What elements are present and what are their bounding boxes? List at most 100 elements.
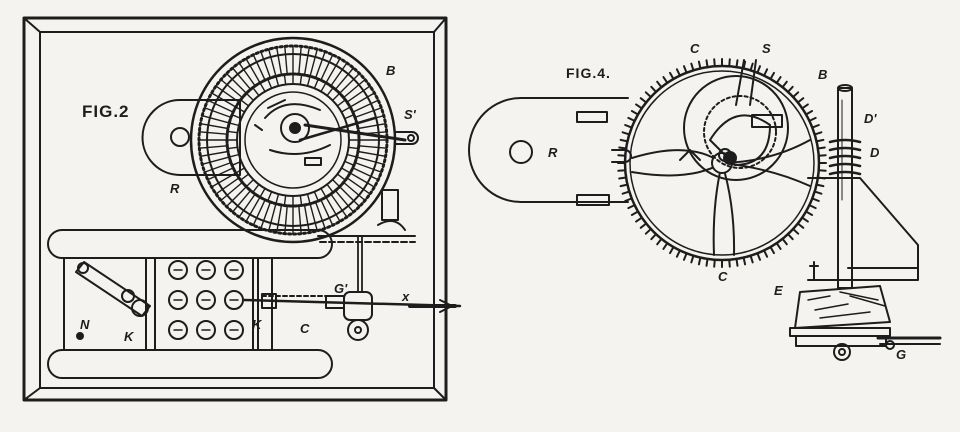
gear-c-tooth	[675, 249, 681, 258]
gear-b-tick	[225, 185, 248, 208]
gear-b-tick	[303, 204, 310, 234]
cam-s	[679, 59, 789, 181]
fig4-label-c-top: C	[690, 41, 700, 56]
gear-c	[617, 58, 827, 268]
key-grid	[168, 260, 244, 340]
gear-b-tick	[198, 145, 229, 149]
gear-b-tick	[303, 46, 310, 76]
shaft-c	[242, 293, 462, 313]
gear-b-tick	[339, 72, 361, 95]
fig2-label-c: C	[300, 321, 310, 336]
fig4-label-d: D	[870, 145, 880, 160]
slot-2	[576, 194, 610, 206]
gear-c-tooth	[735, 59, 739, 69]
fig4-title: FIG.4.	[566, 65, 611, 81]
gear-b-inner-tick	[344, 113, 355, 120]
gear-b-tick	[284, 204, 288, 235]
gear-c-tooth	[644, 91, 652, 98]
fig4-label-c-bottom: C	[718, 269, 728, 284]
gear-b-tick	[268, 203, 277, 232]
side-block	[381, 189, 399, 221]
gear-b-tick	[330, 193, 348, 218]
gear-b-inner-tick	[326, 183, 334, 194]
gear-b-tick	[231, 67, 252, 91]
gear-c-tooth	[639, 97, 648, 104]
gear-c-tooth	[801, 216, 809, 223]
gear-b-inner-tick	[340, 106, 351, 113]
gear-b-tick	[330, 62, 348, 87]
gear-b-tick	[225, 72, 248, 95]
gear-b-tick	[260, 51, 272, 79]
gear-b-inner-tick	[320, 82, 327, 93]
pivot-n	[76, 332, 84, 340]
gear-c-tooth	[618, 146, 628, 150]
gear-c-tooth	[650, 85, 657, 93]
gear-b-tick	[220, 78, 244, 99]
gear-b-inner-tick	[336, 99, 347, 107]
frame-outer	[22, 16, 448, 402]
gear-c-tooth	[811, 197, 820, 202]
gear-c-tooth	[662, 76, 669, 84]
gear-b-inner-tick	[245, 178, 255, 188]
gear-b-tick	[357, 122, 387, 130]
gear-b-inner-tick	[239, 99, 250, 107]
fig4-label-b: B	[818, 67, 828, 82]
fig2-label-k1: K	[124, 329, 134, 344]
gear-c-tooth	[644, 228, 652, 235]
arm-r	[141, 99, 241, 176]
gear-b-inner-tick	[344, 160, 355, 167]
gear-c-tooth	[627, 204, 636, 210]
gear-b-tick	[210, 172, 237, 188]
gear-b-tick	[245, 57, 261, 84]
lever-n-k	[75, 261, 151, 317]
gear-b-inner-tick	[299, 73, 303, 86]
gear-b-tick	[252, 54, 266, 81]
gear-b-tick	[203, 161, 232, 173]
gear-b-inner-tick	[231, 113, 243, 120]
fig4-label-d1: D'	[864, 111, 877, 126]
gear-c-tooth	[811, 124, 820, 129]
gear-b-inner-tick	[340, 167, 351, 174]
gear-c-tooth	[769, 71, 775, 80]
gear-c-tooth	[624, 197, 633, 202]
gear-b-inner-tick	[252, 86, 260, 97]
gear-c-tooth	[728, 58, 731, 68]
gear-b-inner-tick	[283, 73, 287, 86]
gear-c-tooth	[627, 116, 636, 122]
gear-b-tick	[320, 54, 334, 81]
gear-c-tooth	[817, 169, 827, 172]
gear-b-tick	[334, 67, 355, 91]
gear-c-tooth	[650, 233, 657, 241]
gear-b-inner-tick	[306, 75, 311, 87]
gear-c-tooth	[705, 59, 709, 69]
gear-c-tooth	[787, 85, 794, 93]
gear-c-tooth	[690, 254, 695, 264]
gear-b-tick	[201, 114, 230, 124]
gear-b-inner-tick	[275, 75, 280, 87]
gear-c-tooth	[756, 252, 761, 261]
gear-b-inner-tick	[267, 190, 273, 202]
gear-b-tick	[320, 199, 334, 226]
gear-c-tooth	[749, 254, 754, 264]
gear-b-tick	[238, 62, 256, 87]
gear-c-tooth	[675, 68, 681, 77]
gear-c-tooth	[617, 169, 627, 172]
gear-b-inner-tick	[320, 187, 327, 198]
gear-c-tooth	[697, 60, 702, 70]
clamp-g1	[343, 235, 373, 341]
frame-inner	[39, 31, 435, 389]
gear-b-tick	[309, 203, 318, 232]
gear-b-tick	[314, 201, 326, 230]
gear-c-tooth	[713, 58, 716, 68]
gear-c-tooth	[815, 138, 825, 143]
gear-b-tick	[352, 167, 379, 181]
gear-c-tooth	[669, 246, 675, 255]
gear-c-tooth	[630, 110, 639, 116]
gear-b-tick	[207, 167, 234, 181]
gear-b-tick	[260, 201, 272, 230]
gear-c-tooth	[815, 183, 825, 188]
gear-b-inner-tick	[226, 146, 239, 150]
fig4-label-s: S	[762, 41, 771, 56]
gear-c-tooth	[813, 131, 823, 136]
gear-b-tick	[354, 161, 382, 173]
